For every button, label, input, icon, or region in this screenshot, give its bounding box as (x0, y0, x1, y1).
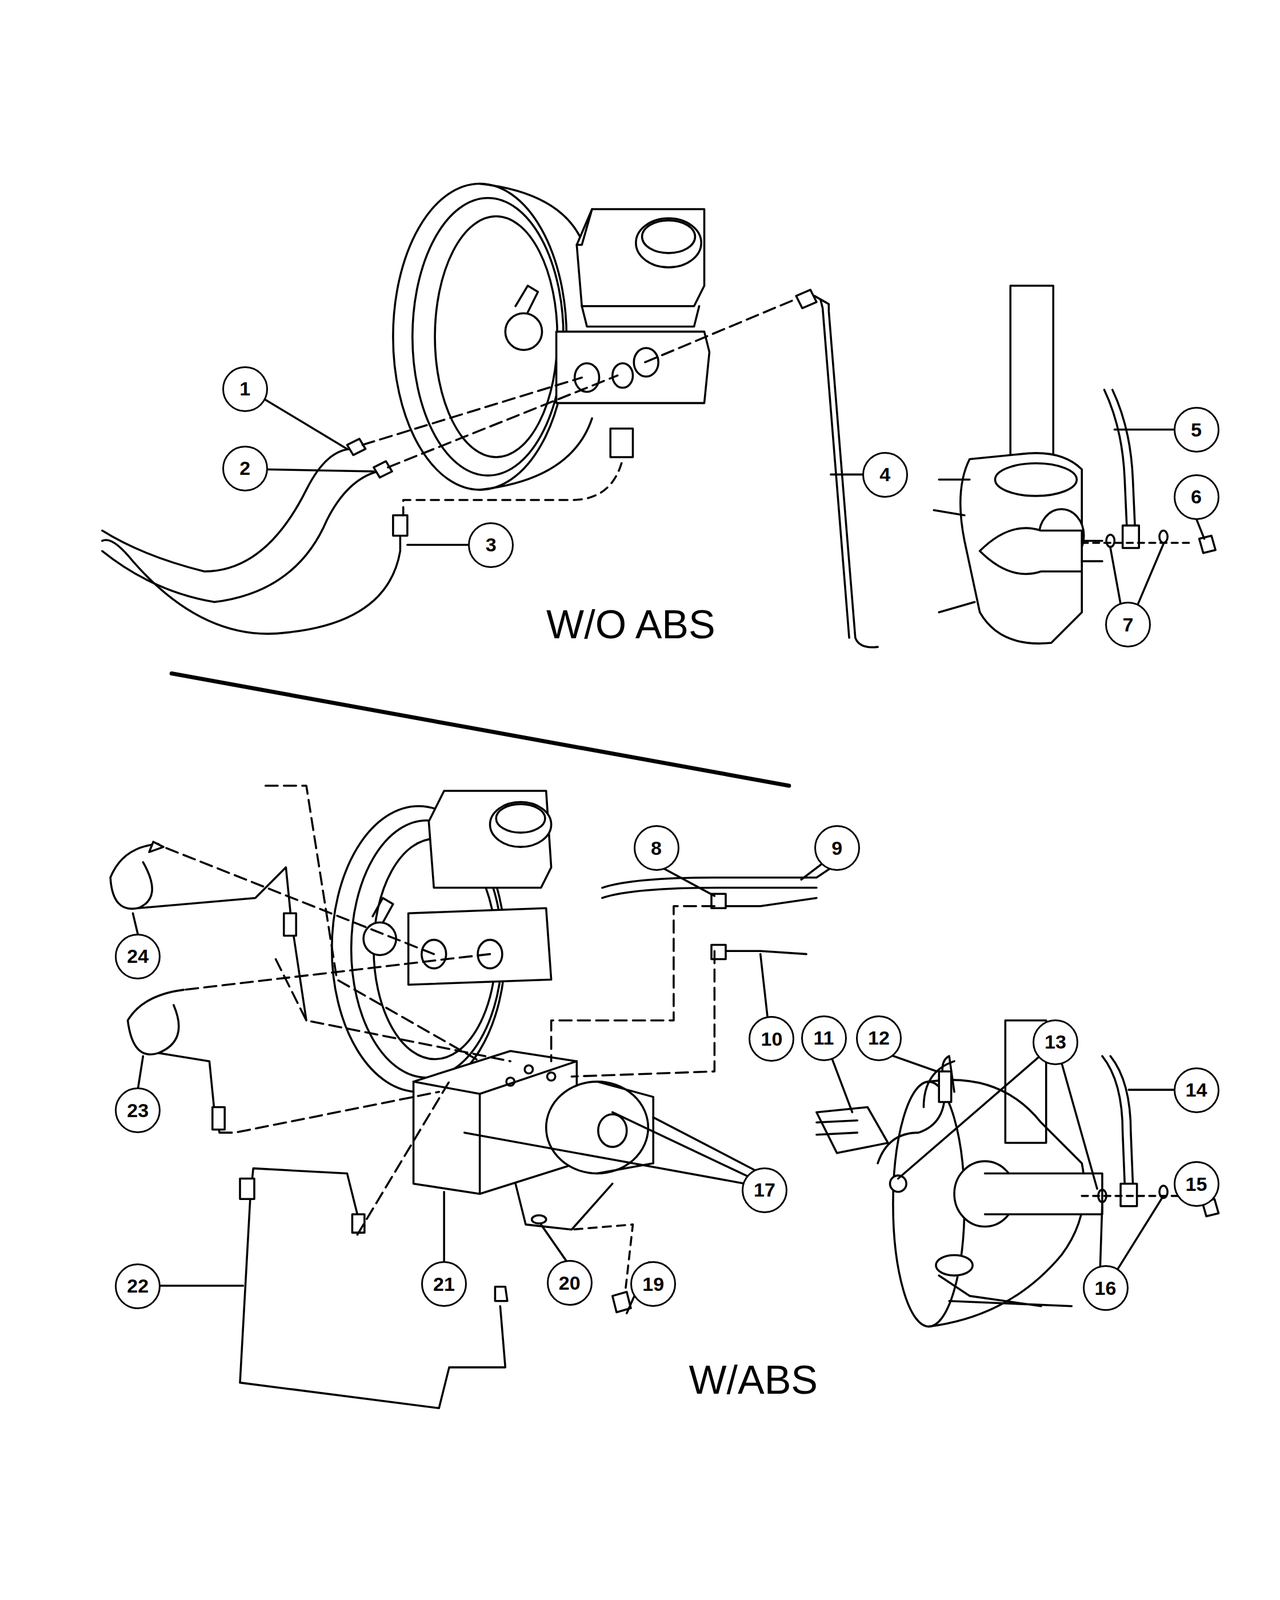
callout-number: 22 (114, 1263, 161, 1310)
section-heading: W/ABS (685, 1358, 822, 1403)
callout-number: 5 (1173, 406, 1220, 453)
callout-number: 2 (222, 445, 268, 492)
callout-number: 8 (633, 825, 680, 871)
callout-number: 21 (421, 1261, 467, 1307)
callout-number: 1 (222, 366, 268, 412)
callout-number: 23 (114, 1087, 161, 1134)
callout-number: 20 (546, 1260, 593, 1306)
callout-number: 16 (1082, 1265, 1129, 1311)
callout-number: 3 (468, 522, 514, 568)
callout-number: 19 (630, 1261, 676, 1307)
callout-number: 24 (114, 933, 161, 980)
callout-number: 17 (741, 1167, 788, 1214)
callout-number: 6 (1173, 474, 1220, 520)
callout-number: 11 (801, 1015, 847, 1062)
callout-number: 4 (862, 452, 908, 498)
callout-number: 9 (814, 825, 860, 871)
callout-number: 7 (1105, 601, 1151, 648)
callout-number: 10 (748, 1016, 795, 1062)
section-heading: W/O ABS (542, 602, 719, 647)
callout-number: 12 (856, 1015, 902, 1062)
callout-number: 14 (1173, 1067, 1220, 1114)
callout-number: 13 (1032, 1019, 1079, 1066)
callout-number: 15 (1173, 1161, 1220, 1207)
